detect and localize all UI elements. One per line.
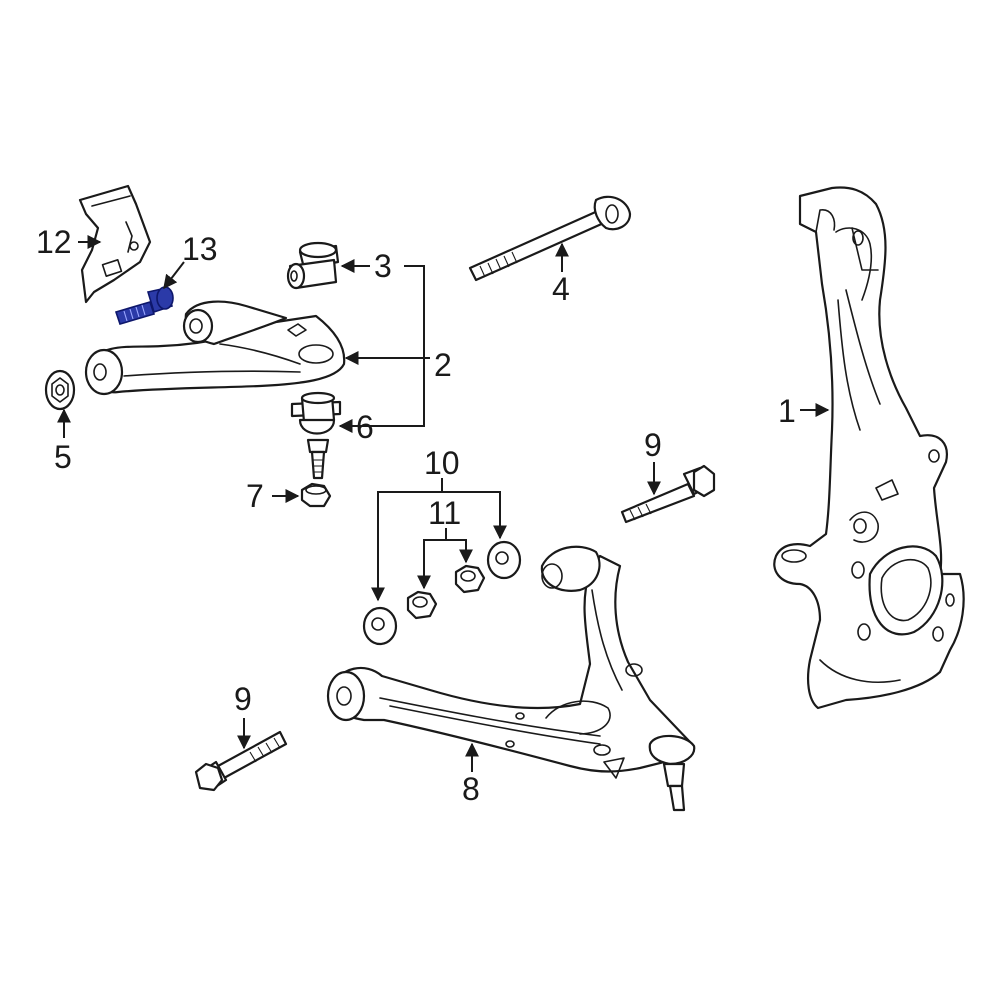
shield-bracket-part[interactable] [78, 184, 152, 304]
lower-nut-right-part[interactable] [454, 564, 486, 594]
callout-9-left: 9 [234, 681, 252, 717]
shield-bolt-part[interactable] [114, 286, 174, 325]
callout-4: 4 [552, 271, 570, 307]
leader-2-bracket [352, 265, 425, 427]
callout-13: 13 [182, 231, 218, 267]
callout-12: 12 [36, 224, 72, 260]
upper-ball-joint-part[interactable] [290, 391, 342, 480]
callout-labels: 12 13 5 3 2 6 4 7 10 11 9 9 8 1 [36, 224, 796, 807]
callout-9-right: 9 [644, 427, 662, 463]
upper-arm-bolt-part[interactable] [468, 195, 632, 282]
callout-3: 3 [374, 248, 392, 284]
upper-control-arm-part[interactable] [84, 300, 346, 396]
callout-8: 8 [462, 771, 480, 807]
callout-11: 11 [428, 495, 461, 531]
lower-washer-right-part[interactable] [486, 540, 522, 580]
lower-bolt-left-part[interactable] [194, 730, 288, 792]
leader-11-left [417, 528, 447, 590]
leader-lines [57, 235, 830, 772]
lower-nut-left-part[interactable] [406, 590, 438, 620]
callout-6: 6 [356, 409, 374, 445]
leader-10-right [442, 491, 507, 540]
leader-13 [163, 261, 185, 290]
callout-7: 7 [246, 478, 264, 514]
steering-knuckle-part[interactable] [773, 186, 965, 710]
lower-control-arm-part[interactable] [326, 545, 696, 812]
upper-arm-nut-part[interactable] [44, 369, 76, 411]
leader-10-left [371, 478, 443, 602]
callout-1: 1 [778, 393, 796, 429]
upper-bushing-part[interactable] [286, 241, 340, 290]
ball-joint-nut-part[interactable] [300, 482, 332, 508]
callout-2: 2 [434, 347, 452, 383]
callout-5: 5 [54, 439, 72, 475]
lower-bolt-right-part[interactable] [620, 464, 716, 524]
lower-washer-left-part[interactable] [362, 606, 398, 646]
leader-11-right [446, 539, 473, 564]
callout-10: 10 [424, 445, 460, 481]
